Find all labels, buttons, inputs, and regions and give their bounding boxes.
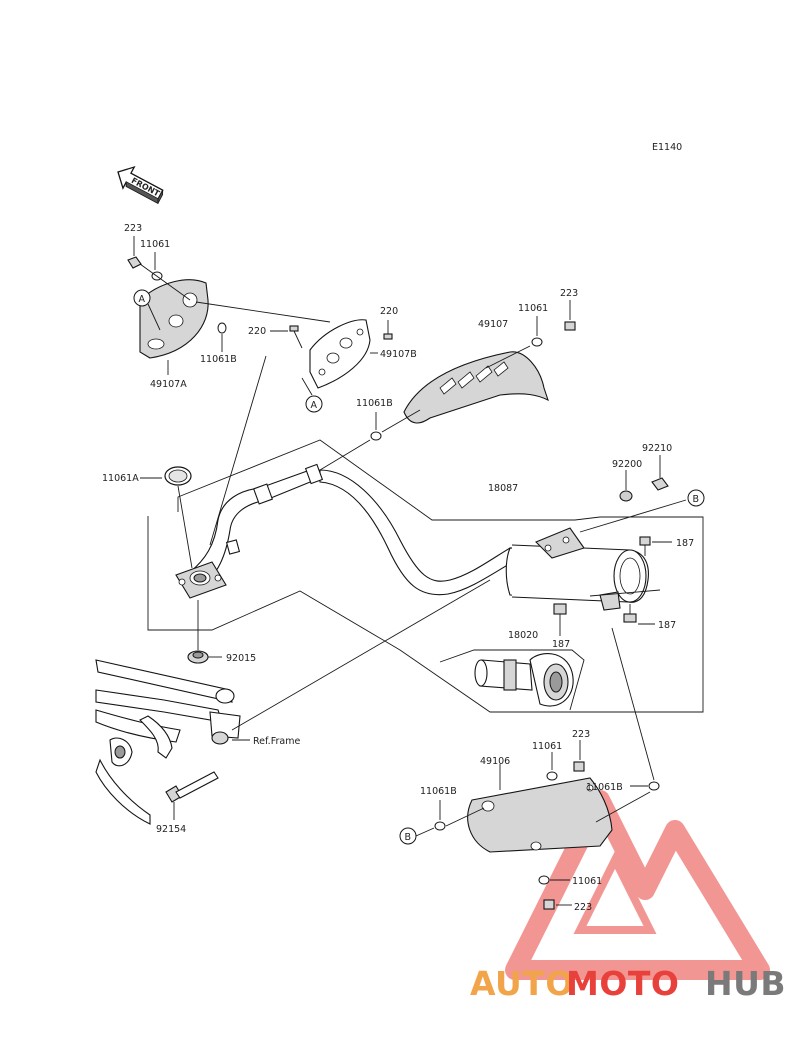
- ref-circle-b-label: B: [693, 494, 700, 505]
- part-label: 11061: [518, 303, 548, 314]
- part-label: 92200: [612, 459, 642, 470]
- bolt-223-icon: [543, 899, 555, 910]
- heat-guard-49107b: [309, 319, 371, 389]
- diagram-code: E1140: [652, 142, 682, 153]
- leader: [445, 807, 485, 827]
- leader: [439, 649, 585, 711]
- leader: [177, 485, 193, 569]
- bolt-223-icon: [573, 761, 585, 772]
- ref-circle-a: [133, 289, 151, 307]
- part-label: 223: [574, 902, 592, 913]
- part-label: 11061B: [420, 786, 457, 797]
- leader: [139, 263, 191, 301]
- part-label: 220: [248, 326, 266, 337]
- washer-11061b-icon: [370, 431, 382, 441]
- exhaust-pipe: [189, 463, 517, 596]
- heat-guard-49106: [467, 777, 613, 853]
- part-label: 11061: [532, 741, 562, 752]
- bolt-92154-icon: [165, 771, 219, 803]
- part-label: 11061B: [200, 354, 237, 365]
- ref-circle-b: [399, 827, 417, 845]
- bolt-187-icon: [553, 603, 567, 615]
- leader: [231, 579, 491, 731]
- nut-223-icon: [127, 256, 142, 269]
- leader: [579, 499, 687, 533]
- leader: [301, 377, 313, 396]
- leader: [595, 791, 651, 823]
- leader: [381, 409, 421, 433]
- ref-circle-a-label: A: [139, 294, 146, 305]
- part-label: 49107A: [150, 379, 187, 390]
- leader: [209, 355, 267, 546]
- frame-section: [95, 659, 241, 825]
- watermark-moto: MOTO: [566, 964, 679, 1003]
- bolt-187-icon: [639, 536, 651, 556]
- muffler: [505, 527, 649, 611]
- leader: [195, 301, 331, 323]
- part-label: 187: [552, 639, 570, 650]
- washer-11061b-icon: [217, 322, 227, 334]
- leader: [147, 303, 161, 331]
- part-label: 49107: [478, 319, 508, 330]
- part-label: 11061B: [356, 398, 393, 409]
- gasket-11061a-icon: [164, 466, 192, 486]
- part-label: 220: [380, 306, 398, 317]
- leader: [485, 345, 531, 369]
- ref-circle-a: [305, 395, 323, 413]
- part-label: 49106: [480, 756, 510, 767]
- watermark-text: AUTO MOTO HUB: [470, 964, 786, 1003]
- nut-92210-icon: [651, 477, 669, 491]
- exhaust-flange: [175, 561, 227, 599]
- watermark-hub: HUB: [705, 964, 786, 1003]
- ref-circle-a-label: A: [311, 400, 318, 411]
- ref-circle-b: [687, 489, 705, 507]
- leader: [589, 589, 661, 597]
- part-label: 92154: [156, 824, 186, 835]
- leader: [319, 439, 371, 471]
- washer-92200-icon: [619, 490, 633, 502]
- part-label: 92210: [642, 443, 672, 454]
- leader: [415, 827, 435, 837]
- washer-11061-icon: [531, 337, 543, 347]
- bolt-223-icon: [564, 321, 576, 331]
- washer-11061b-icon: [434, 821, 446, 831]
- nut-92015-icon: [187, 650, 209, 664]
- spark-arrester-18020: [474, 653, 574, 707]
- part-label: 187: [676, 538, 694, 549]
- part-label: 18020: [508, 630, 538, 641]
- screw-220-icon: [383, 320, 393, 340]
- ref-frame-label: Ref.Frame: [253, 736, 300, 747]
- screw-220-icon: [289, 325, 303, 349]
- part-label: 223: [572, 729, 590, 740]
- front-arrow-icon: FRONT: [117, 165, 164, 205]
- part-label: 49107B: [380, 349, 417, 360]
- heat-guard-49107a: [139, 279, 209, 359]
- part-label: 187: [658, 620, 676, 631]
- washer-11061-icon: [546, 771, 558, 781]
- part-label: 92015: [226, 653, 256, 664]
- part-label: 11061B: [586, 782, 623, 793]
- part-label: 223: [560, 288, 578, 299]
- part-label: 11061: [572, 876, 602, 887]
- washer-11061-icon: [538, 875, 550, 885]
- part-label: 18087: [488, 483, 518, 494]
- heat-guard-49107: [403, 351, 549, 424]
- ref-circle-b-label: B: [405, 832, 412, 843]
- group-outline: [147, 439, 704, 713]
- washer-11061b-icon: [648, 781, 660, 791]
- leader: [611, 627, 655, 781]
- part-label: 11061A: [102, 473, 139, 484]
- watermark-auto: AUTO: [470, 964, 574, 1003]
- bolt-187-icon: [623, 604, 637, 623]
- part-label: 223: [124, 223, 142, 234]
- part-label: 11061: [140, 239, 170, 250]
